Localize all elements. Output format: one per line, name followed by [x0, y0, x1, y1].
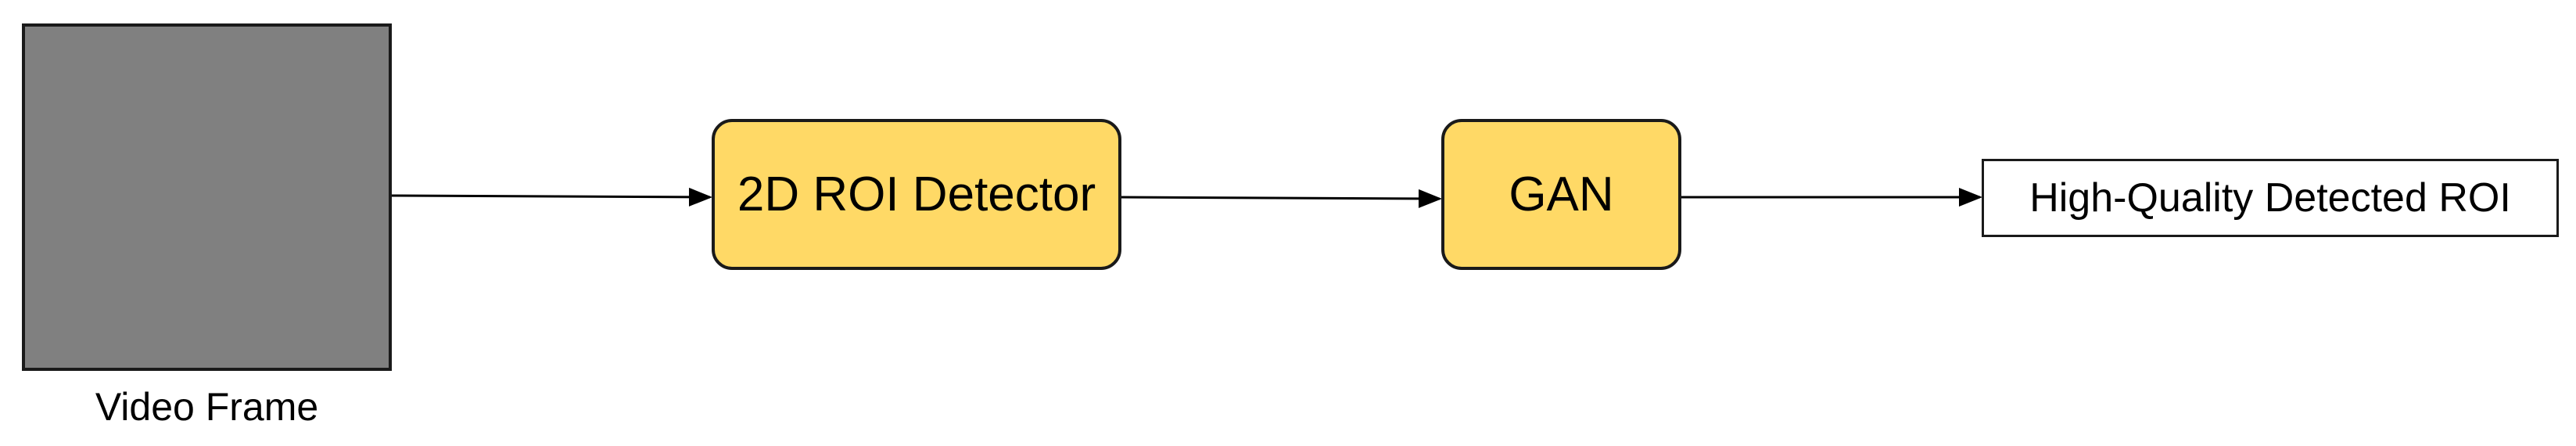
- gan-node: GAN: [1441, 119, 1681, 270]
- roi-detector-label: 2D ROI Detector: [737, 167, 1096, 221]
- gan-label: GAN: [1509, 167, 1614, 221]
- video-frame-caption: Video Frame: [95, 385, 319, 429]
- output-node: High-Quality Detected ROI: [1982, 159, 2559, 237]
- arrow-frame-to-detector: [391, 187, 712, 207]
- roi-detector-node: 2D ROI Detector: [712, 119, 1121, 270]
- video-frame-image: [22, 23, 392, 371]
- arrow-detector-to-gan: [1121, 189, 1442, 208]
- output-label: High-Quality Detected ROI: [2029, 175, 2511, 221]
